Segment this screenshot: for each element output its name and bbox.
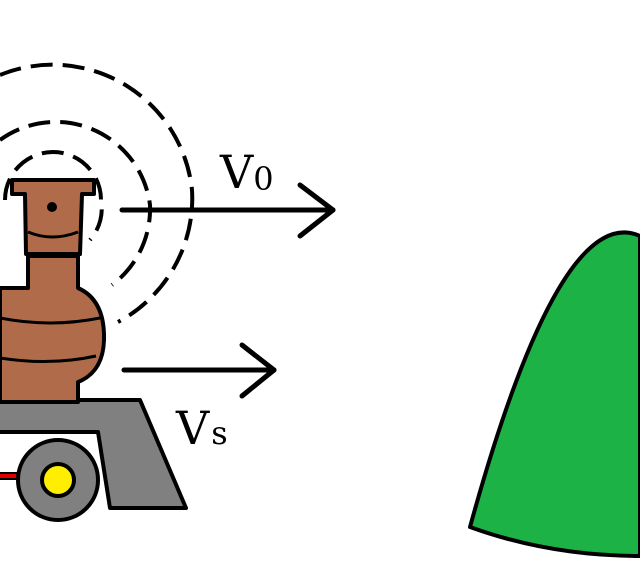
train-boiler bbox=[0, 254, 107, 404]
source-velocity-label: Vs bbox=[175, 401, 228, 455]
train-chassis bbox=[0, 398, 188, 510]
sound-velocity-subscript: 0 bbox=[253, 160, 273, 198]
source-velocity-arrow bbox=[121, 342, 277, 399]
train-smokestack bbox=[10, 178, 96, 256]
hill-icon bbox=[468, 230, 640, 558]
sound-wave-middle bbox=[0, 119, 153, 287]
sound-velocity-symbol: V bbox=[219, 145, 254, 199]
source-velocity-subscript: s bbox=[211, 414, 227, 452]
sound-wave-inner bbox=[3, 150, 104, 242]
sound-wave-arcs-icon bbox=[0, 62, 195, 324]
boiler-details bbox=[0, 230, 101, 364]
sound-wave-outer bbox=[0, 62, 195, 324]
wheel-hub bbox=[40, 462, 76, 498]
sound-velocity-label: V0 bbox=[219, 145, 274, 199]
sound-velocity-arrow bbox=[119, 182, 336, 239]
whistle-dot bbox=[47, 202, 57, 212]
steam-train-icon bbox=[0, 178, 188, 522]
source-velocity-symbol: V bbox=[175, 401, 210, 455]
